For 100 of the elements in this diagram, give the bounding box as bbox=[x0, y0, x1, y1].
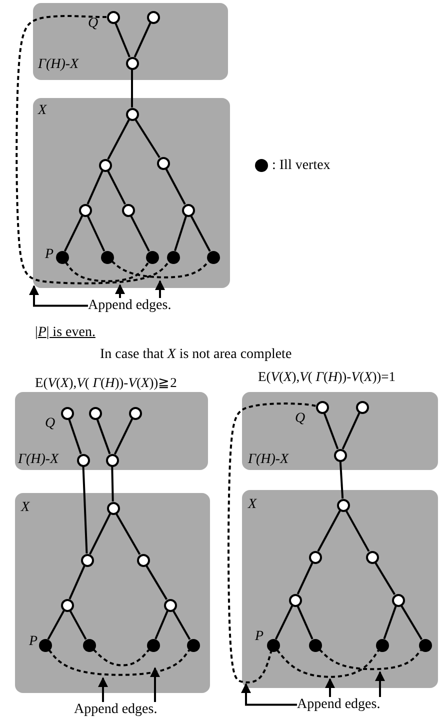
ill-vertex bbox=[418, 638, 432, 652]
vertex bbox=[122, 204, 134, 216]
arrow bbox=[155, 280, 165, 298]
appended-edge bbox=[318, 648, 422, 670]
graph-edge bbox=[47, 610, 65, 640]
set-label: Q bbox=[45, 417, 56, 431]
set-label: P bbox=[29, 635, 38, 649]
graph-edge bbox=[274, 605, 294, 640]
region-panel bbox=[33, 98, 230, 288]
vertex bbox=[80, 554, 94, 566]
caption-text: In case that X is not area complete bbox=[100, 347, 292, 362]
graph-edge bbox=[111, 466, 114, 502]
set-label: X bbox=[248, 498, 257, 512]
ill-vertex bbox=[308, 638, 322, 652]
region-panel bbox=[242, 490, 438, 688]
ill-vertex bbox=[146, 250, 158, 264]
appended-edge bbox=[228, 402, 316, 684]
graph-edge bbox=[342, 412, 360, 450]
graph-edge bbox=[400, 605, 423, 640]
vertex bbox=[78, 204, 92, 216]
graph-edge bbox=[339, 461, 344, 499]
graph-edge bbox=[174, 216, 187, 252]
region-panel bbox=[15, 392, 208, 470]
graph-edge bbox=[86, 170, 104, 204]
graph-edge bbox=[345, 510, 370, 552]
graph-edge bbox=[107, 170, 126, 205]
vertex bbox=[308, 550, 322, 564]
region-panel bbox=[242, 392, 438, 470]
graph-edge bbox=[89, 513, 111, 555]
ill-vertex bbox=[38, 638, 52, 652]
vertex bbox=[156, 156, 170, 170]
graph-edge bbox=[107, 119, 130, 160]
ill-vertex bbox=[266, 638, 280, 652]
ill-vertex bbox=[166, 250, 180, 264]
graph-edge bbox=[154, 610, 168, 640]
set-label: P bbox=[45, 248, 54, 262]
graph-edge bbox=[145, 565, 168, 600]
graph-edge bbox=[69, 610, 87, 640]
graph-edge bbox=[190, 215, 211, 252]
set-label: Γ(H)-X bbox=[248, 453, 289, 467]
annotation-text: Append edges. bbox=[297, 697, 380, 712]
vertex bbox=[126, 56, 138, 70]
vertex bbox=[98, 158, 112, 172]
vertex bbox=[356, 400, 368, 414]
vertex bbox=[60, 598, 74, 612]
ill-vertex bbox=[206, 250, 220, 264]
graph-edge bbox=[296, 562, 314, 595]
graph-edge bbox=[172, 610, 191, 640]
ill-vertex bbox=[100, 250, 114, 264]
ill-vertex bbox=[376, 638, 388, 652]
vertex bbox=[164, 598, 176, 612]
appended-edge bbox=[276, 649, 380, 678]
graph-edge bbox=[82, 466, 88, 554]
set-label: Q bbox=[295, 412, 306, 426]
annotation-text: Append edges. bbox=[74, 702, 158, 718]
set-label: X bbox=[21, 501, 30, 515]
vertex bbox=[316, 400, 328, 414]
graph-edge bbox=[114, 418, 134, 455]
graph-edge bbox=[296, 606, 314, 640]
arrow bbox=[150, 667, 160, 702]
arrow bbox=[29, 285, 88, 307]
graph-edge bbox=[114, 22, 130, 58]
appended-edge bbox=[64, 262, 150, 282]
ill-vertex bbox=[146, 638, 160, 652]
graph-edge bbox=[131, 70, 133, 108]
vertex bbox=[88, 406, 102, 420]
graph-edge bbox=[86, 215, 106, 252]
arrow bbox=[115, 284, 125, 298]
graph-edge bbox=[130, 215, 150, 252]
caption-text: E(V(X),V( Γ(H))-V(X))≧2 bbox=[35, 376, 177, 391]
graph-edge bbox=[96, 418, 111, 454]
region-panel bbox=[15, 493, 210, 693]
vertex bbox=[366, 550, 378, 564]
appended-edge bbox=[16, 15, 170, 284]
appended-edge bbox=[48, 649, 190, 676]
vertex bbox=[392, 594, 404, 606]
set-label: Γ(H)-X bbox=[38, 58, 79, 72]
annotation-text: Append edges. bbox=[88, 298, 172, 314]
set-label: X bbox=[38, 104, 47, 118]
arrow bbox=[98, 677, 108, 702]
graph-edge bbox=[165, 168, 186, 205]
graph-edge bbox=[64, 215, 84, 252]
set-label: Q bbox=[88, 17, 98, 31]
set-label: P bbox=[255, 630, 264, 644]
vertex bbox=[106, 502, 120, 514]
vertex bbox=[106, 10, 120, 24]
vertex bbox=[128, 406, 142, 420]
arrow bbox=[325, 678, 335, 697]
vertex bbox=[106, 454, 118, 466]
vertex bbox=[60, 406, 74, 420]
graph-edge bbox=[68, 418, 82, 454]
graph-edge bbox=[317, 510, 341, 552]
legend-label: : Ill vertex bbox=[272, 158, 330, 174]
caption-text: E(V(X),V( Γ(H))-V(X))=1 bbox=[258, 370, 396, 385]
arrow bbox=[241, 683, 297, 706]
graph-edge bbox=[134, 22, 152, 58]
vertex bbox=[146, 10, 160, 24]
appended-edge bbox=[111, 260, 210, 278]
graph-edge bbox=[323, 412, 339, 450]
graph-edge bbox=[115, 513, 141, 555]
